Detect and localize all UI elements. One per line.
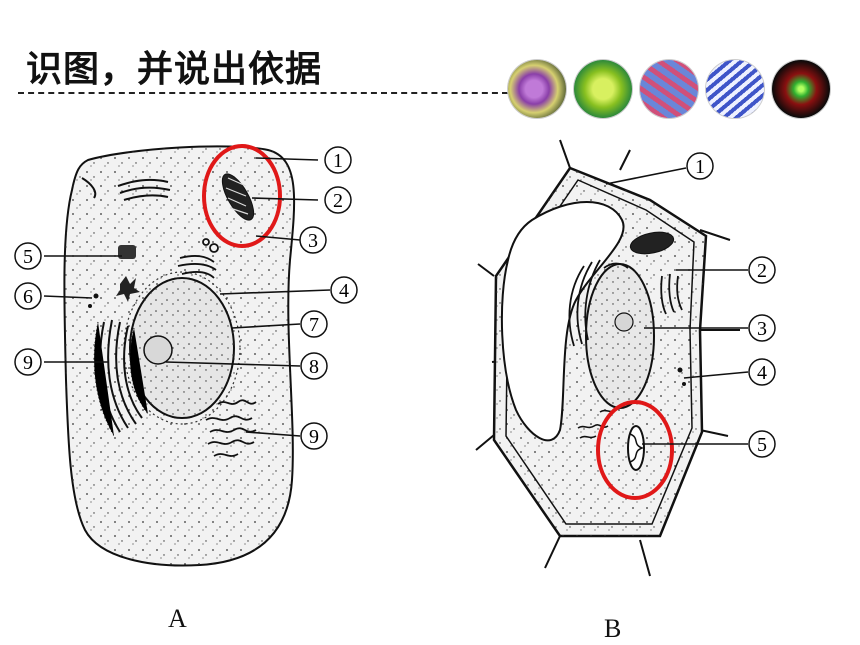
- caption-a: A: [168, 604, 187, 633]
- label-a-7-text: 7: [309, 314, 319, 336]
- label-a-9-right-text: 9: [309, 426, 319, 448]
- label-b-4: 4: [748, 358, 776, 386]
- vacuole-b: [500, 201, 625, 442]
- label-a-9-right: 9: [300, 422, 328, 450]
- title-underline: [18, 92, 508, 94]
- thumbnail-chloroplast: [574, 60, 632, 118]
- plant-cell-b: [475, 139, 749, 577]
- thumbnail-golgi: [706, 60, 764, 118]
- label-a-3: 3: [299, 226, 327, 254]
- label-a-3-text: 3: [308, 230, 318, 252]
- label-b-5-text: 5: [757, 434, 767, 456]
- thumbnail-mitochondrion: [508, 60, 566, 118]
- thumbnail-endoplasmic-reticulum: [640, 60, 698, 118]
- animal-cell-a: [43, 144, 331, 567]
- label-a-4: 4: [330, 276, 358, 304]
- label-a-6: 6: [14, 282, 42, 310]
- label-a-1-text: 1: [333, 150, 343, 172]
- highlight-circle-a: [202, 144, 282, 248]
- label-a-8: 8: [300, 352, 328, 380]
- label-a-8-text: 8: [309, 356, 319, 378]
- label-a-9-left-text: 9: [23, 352, 33, 374]
- page-title: 识图，并说出依据: [26, 49, 323, 90]
- label-a-9-left: 9: [14, 348, 42, 376]
- label-a-1: 1: [324, 146, 352, 174]
- label-a-6-text: 6: [23, 286, 33, 308]
- thumbnail-fluorescent-cell: [772, 60, 830, 118]
- label-a-4-text: 4: [339, 280, 349, 302]
- label-a-7: 7: [300, 310, 328, 338]
- mitochondrion-a: [221, 173, 255, 221]
- label-a-5: 5: [14, 242, 42, 270]
- caption-b: B: [604, 614, 622, 643]
- label-b-2: 2: [748, 256, 776, 284]
- label-b-3: 3: [748, 314, 776, 342]
- label-b-2-text: 2: [757, 260, 767, 282]
- label-b-1-text: 1: [695, 156, 705, 178]
- label-a-5-text: 5: [23, 246, 33, 268]
- label-a-2-text: 2: [333, 190, 343, 212]
- golgi-a: [117, 178, 171, 201]
- label-b-4-text: 4: [757, 362, 767, 384]
- label-a-2: 2: [324, 186, 352, 214]
- label-b-1: 1: [686, 152, 714, 180]
- highlight-circle-b: [596, 400, 674, 500]
- chloroplast-b: [629, 231, 675, 255]
- label-b-5: 5: [748, 430, 776, 458]
- nucleolus-a: [143, 335, 173, 365]
- label-b-3-text: 3: [757, 318, 767, 340]
